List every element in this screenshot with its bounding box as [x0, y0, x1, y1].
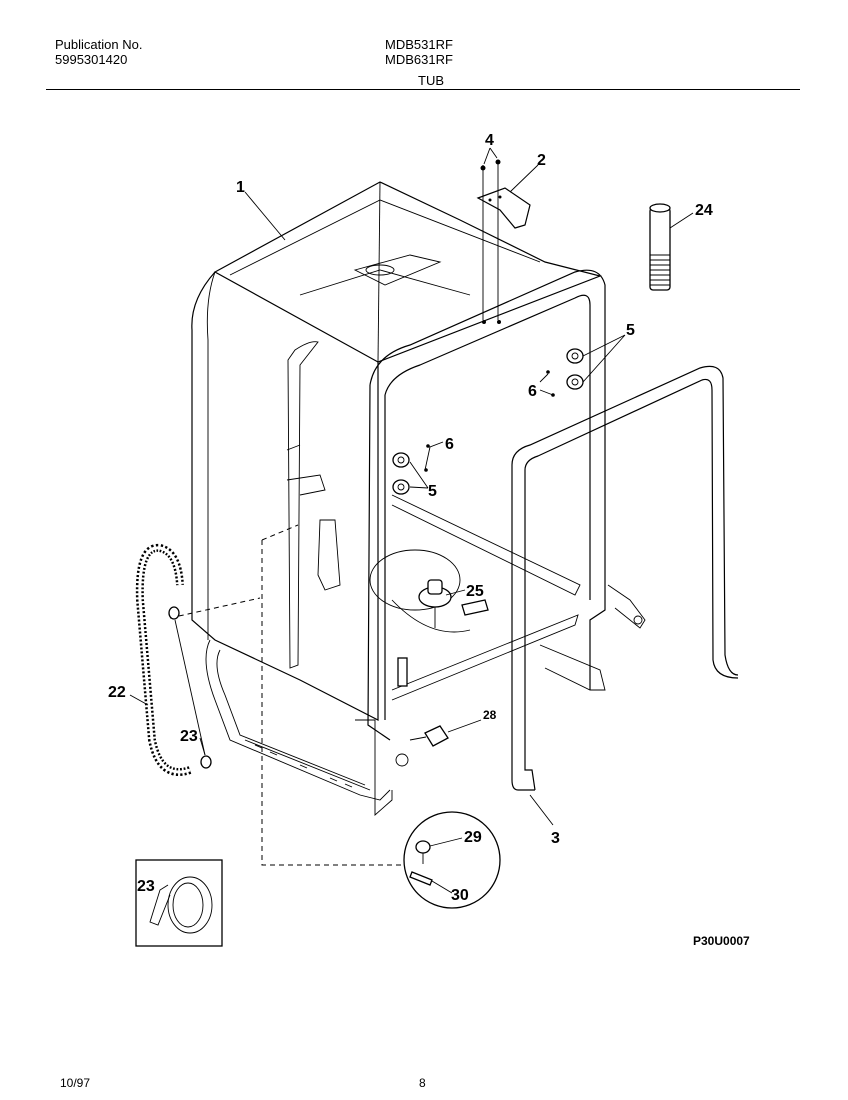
screws-part-4: [480, 147, 501, 324]
callout-25: 25: [466, 583, 484, 600]
callout-29: 29: [464, 829, 482, 846]
door-gasket: [511, 365, 739, 791]
callout-2: 2: [537, 152, 546, 169]
publication-label: Publication No.: [55, 37, 143, 52]
vent-assembly: [397, 579, 489, 687]
hinge-bracket: [476, 187, 531, 229]
callout-23-hose: 23: [180, 728, 198, 745]
callout-24: 24: [695, 202, 713, 219]
callout-5-right: 5: [626, 322, 635, 339]
circular-detail: [403, 811, 501, 909]
publication-number: 5995301420: [55, 52, 128, 67]
callout-23-detail: 23: [137, 878, 155, 895]
header-rule: [46, 89, 800, 90]
model-number-2: MDB631RF: [385, 52, 453, 67]
dashed-reference-line-upper: [261, 524, 299, 541]
section-title: TUB: [418, 73, 444, 88]
model-number-1: MDB531RF: [385, 37, 453, 52]
callout-30: 30: [451, 887, 469, 904]
dashed-reference-line: [261, 540, 410, 866]
clamp-detail-box: [135, 859, 223, 947]
callout-28: 28: [483, 708, 497, 722]
callout-6-left: 6: [445, 436, 454, 453]
callout-1: 1: [236, 179, 245, 196]
nuts-and-screws-right: [546, 348, 584, 397]
callout-3: 3: [551, 830, 560, 847]
publication-date: 10/97: [60, 1076, 91, 1090]
float-switch: [409, 725, 449, 747]
tub-body: [191, 181, 646, 816]
figure-code: P30U0007: [693, 934, 750, 948]
callout-22: 22: [108, 684, 126, 701]
callout-4: 4: [485, 132, 494, 149]
page-number: 8: [419, 1076, 426, 1090]
nuts-and-screws-left: [392, 444, 430, 495]
fill-tube: [649, 203, 671, 291]
drain-hose: [135, 543, 212, 776]
callout-6-right: 6: [528, 383, 537, 400]
callout-5-left: 5: [428, 483, 437, 500]
leader-lines: [129, 164, 694, 894]
dashed-reference-line-hose: [169, 597, 261, 619]
